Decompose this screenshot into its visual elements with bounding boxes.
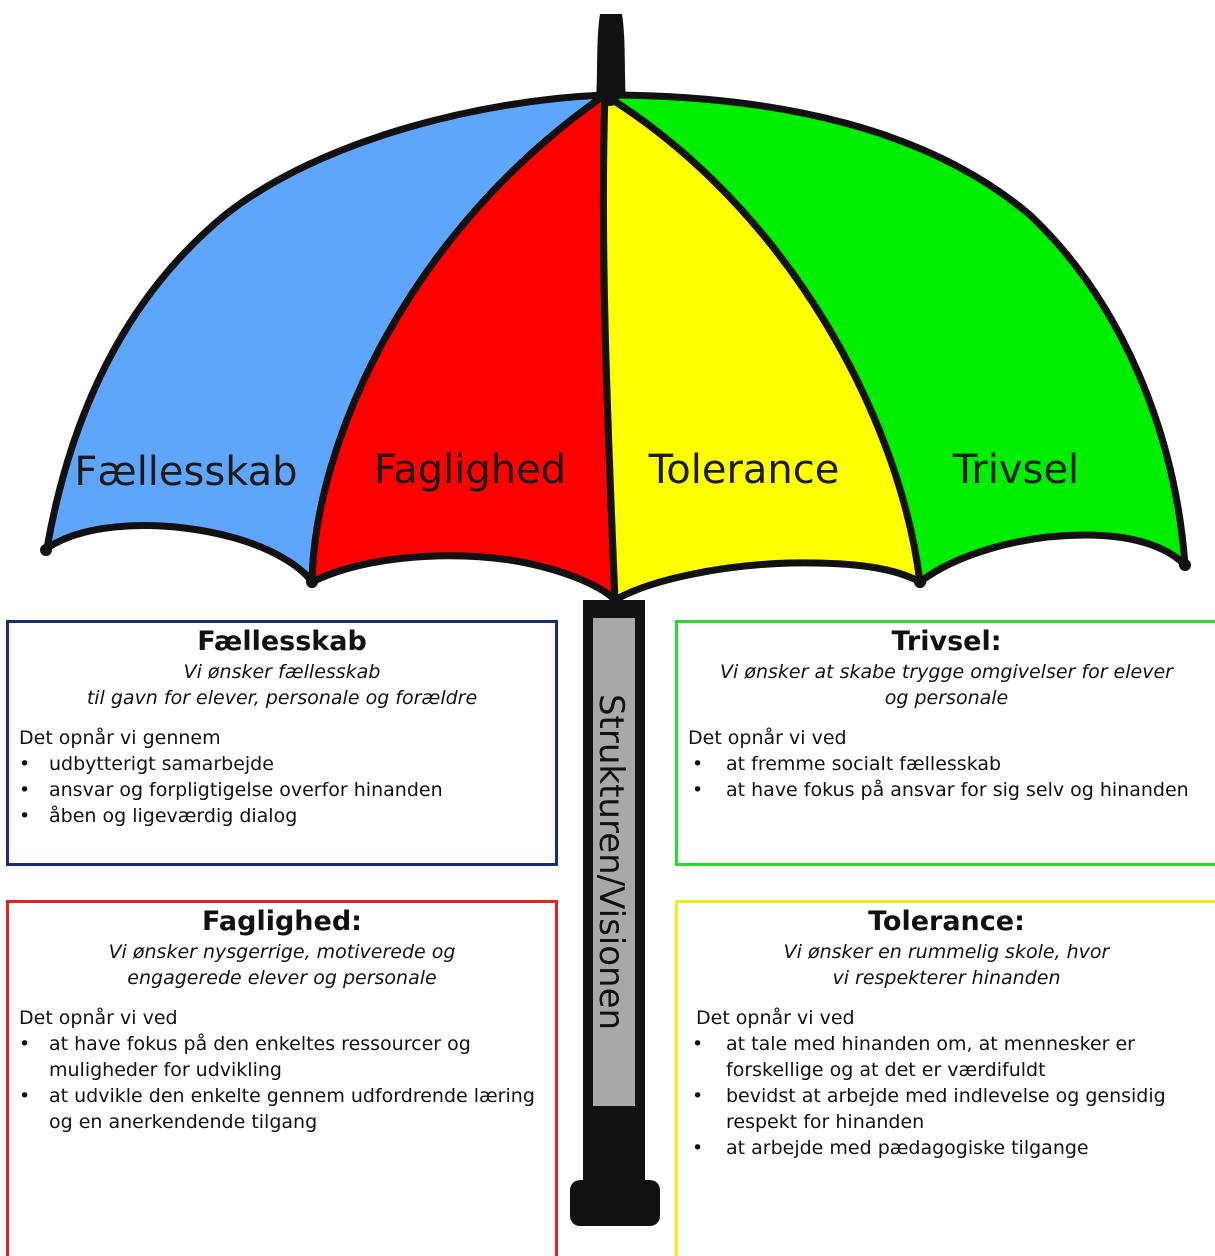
- list-item: bevidst at arbejde med indlevelse og gen…: [688, 1083, 1205, 1135]
- box-list: at fremme socialt fællesskab at have fok…: [688, 751, 1205, 803]
- box-subtitle: Vi ønsker nysgerrige, motiverede og enga…: [19, 939, 545, 991]
- list-item: åben og ligeværdig dialog: [19, 803, 545, 829]
- list-item: udbytterigt samarbejde: [19, 751, 545, 777]
- box-lead: Det opnår vi ved: [688, 727, 847, 749]
- list-item: at udvikle den enkelte gennem udfordrend…: [19, 1083, 545, 1135]
- shaft-label: Strukturen/Visionen: [591, 694, 631, 1030]
- box-subtitle-line2: til gavn for elever, personale og foræld…: [86, 687, 478, 709]
- panel-label-tolerance: Tolerance: [648, 447, 840, 493]
- box-subtitle-line2: og personale: [884, 687, 1009, 709]
- list-item: at fremme socialt fællesskab: [688, 751, 1205, 777]
- info-box-faglighed: Faglighed: Vi ønsker nysgerrige, motiver…: [6, 900, 558, 1256]
- list-item: at arbejde med pædagogiske tilgange: [688, 1135, 1205, 1161]
- list-item: ansvar og forpligtigelse overfor hinande…: [19, 777, 545, 803]
- box-title: Trivsel:: [891, 626, 1002, 657]
- panel-label-faellesskab: Fællesskab: [74, 449, 297, 495]
- box-list: udbytterigt samarbejde ansvar og forplig…: [19, 751, 545, 829]
- rib-tip-right: [1179, 559, 1191, 571]
- box-subtitle-line1: Vi ønsker nysgerrige, motiverede og: [108, 941, 456, 963]
- box-title: Faglighed:: [202, 906, 362, 937]
- box-title: Fællesskab: [197, 626, 367, 657]
- panel-trivsel: [601, 91, 1189, 586]
- box-title: Tolerance:: [868, 906, 1025, 937]
- box-subtitle-line1: Vi ønsker at skabe trygge omgivelser for…: [720, 661, 1173, 683]
- umbrella-tip: [596, 14, 626, 100]
- shaft-label-background: [593, 618, 635, 1106]
- info-box-faellesskab: Fællesskab Vi ønsker fællesskab til gavn…: [6, 620, 558, 866]
- box-lead: Det opnår vi ved: [19, 1007, 178, 1029]
- box-lead: Det opnår vi ved: [696, 1007, 855, 1029]
- list-item: at tale med hinanden om, at mennesker er…: [688, 1031, 1205, 1083]
- box-subtitle: Vi ønsker fællesskab til gavn for elever…: [19, 659, 545, 711]
- box-subtitle: Vi ønsker en rummelig skole, hvor vi res…: [688, 939, 1205, 991]
- box-lead: Det opnår vi gennem: [19, 727, 221, 749]
- box-subtitle-line1: Vi ønsker fællesskab: [183, 661, 381, 683]
- box-subtitle-line2: vi respekterer hinanden: [832, 967, 1061, 989]
- rib-tip-2: [306, 576, 318, 588]
- info-box-trivsel: Trivsel: Vi ønsker at skabe trygge omgiv…: [675, 620, 1215, 866]
- list-item: at have fokus på ansvar for sig selv og …: [688, 777, 1205, 803]
- info-box-tolerance: Tolerance: Vi ønsker en rummelig skole, …: [675, 900, 1215, 1256]
- rib-tip-left: [40, 544, 52, 556]
- panel-label-faglighed: Faglighed: [374, 447, 566, 493]
- box-list: at tale med hinanden om, at mennesker er…: [688, 1031, 1205, 1161]
- box-subtitle: Vi ønsker at skabe trygge omgivelser for…: [688, 659, 1205, 711]
- list-item: at have fokus på den enkeltes ressourcer…: [19, 1031, 545, 1083]
- panel-label-trivsel: Trivsel: [952, 447, 1079, 493]
- umbrella-handle: [570, 1180, 660, 1226]
- box-subtitle-line2: engagerede elever og personale: [127, 967, 437, 989]
- box-subtitle-line1: Vi ønsker en rummelig skole, hvor: [783, 941, 1110, 963]
- box-list: at have fokus på den enkeltes ressourcer…: [19, 1031, 545, 1135]
- umbrella-crown: [601, 88, 619, 106]
- rib-tip-3: [914, 576, 926, 588]
